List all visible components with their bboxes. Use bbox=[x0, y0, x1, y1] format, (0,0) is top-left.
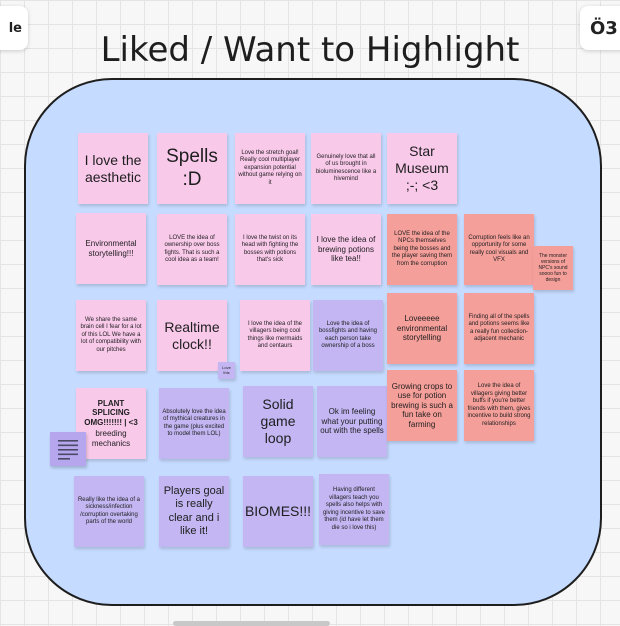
sticky-note[interactable]: Loveeeee environmental storytelling bbox=[387, 293, 457, 364]
sticky-note[interactable]: I love the idea of brewing potions like … bbox=[311, 214, 381, 285]
sticky-note[interactable]: Star Museum ;-; <3 bbox=[387, 133, 457, 204]
document-lines-icon bbox=[58, 440, 78, 460]
sticky-note[interactable]: We share the same brain cell I fear for … bbox=[76, 300, 146, 371]
sticky-note[interactable]: Love the stretch goal! Really cool multi… bbox=[235, 133, 305, 204]
sticky-note[interactable]: I love the idea of the villagers being c… bbox=[240, 300, 310, 371]
sticky-note[interactable]: Love the idea of villagers giving better… bbox=[464, 370, 534, 441]
sticky-note[interactable]: LOVE the idea of the NPCs themselves bei… bbox=[387, 214, 457, 285]
horizontal-scrollbar[interactable] bbox=[173, 621, 330, 626]
sticky-note-line: PLANT SPLICING OMG!!!!!!! | <3 bbox=[84, 398, 138, 427]
sticky-note[interactable]: LOVE the idea of ownership over boss fig… bbox=[157, 214, 227, 285]
sticky-note[interactable]: Really like the idea of a sickness/infec… bbox=[74, 476, 144, 547]
sticky-note[interactable]: Environmental storytelling!!! bbox=[76, 213, 146, 284]
sticky-note[interactable]: Solid game loop bbox=[243, 386, 313, 457]
sticky-note[interactable]: I love the aesthetic bbox=[78, 133, 148, 204]
sticky-note[interactable]: The monster versions of NPC's sound sooo… bbox=[533, 246, 573, 290]
toolbar-left-button[interactable]: le bbox=[0, 6, 28, 50]
sticky-note[interactable]: Love the idea of bossfights and having e… bbox=[313, 300, 383, 371]
toolbar-left-label: le bbox=[8, 20, 22, 36]
sticky-note[interactable]: PLANT SPLICING OMG!!!!!!! | <3 breeding … bbox=[76, 388, 146, 459]
sticky-note[interactable]: Growing crops to use for potion brewing … bbox=[387, 370, 457, 441]
sticky-note[interactable]: Genuinely love that all of us brought in… bbox=[311, 133, 381, 204]
sticky-note[interactable]: Having different villagers teach you spe… bbox=[319, 474, 389, 545]
sticky-note[interactable]: Realtime clock!! bbox=[157, 300, 227, 371]
sticky-note[interactable]: BIOMES!!! bbox=[243, 476, 313, 547]
sticky-note[interactable]: Finding all of the spells and potions se… bbox=[464, 293, 534, 364]
sticky-note[interactable]: Ok im feeling what your putting out with… bbox=[317, 386, 387, 457]
document-icon[interactable] bbox=[50, 432, 86, 466]
sticky-note[interactable]: Corruption feels like an opportunity for… bbox=[464, 214, 534, 285]
sticky-note[interactable]: Absolutely love the idea of mythical cre… bbox=[159, 388, 229, 459]
sticky-note[interactable]: Players goal is really clear and i like … bbox=[159, 476, 229, 547]
sticky-note[interactable]: Love this bbox=[218, 362, 235, 379]
board-title: Liked / Want to Highlight bbox=[100, 30, 520, 70]
toolbar-right-button[interactable]: Ö3 bbox=[580, 6, 620, 50]
sticky-note[interactable]: I love the twist on its head with fighti… bbox=[235, 214, 305, 285]
sticky-note-line: breeding mechanics bbox=[91, 429, 131, 448]
toolbar-right-label: Ö3 bbox=[590, 17, 618, 39]
sticky-note[interactable]: Spells :D bbox=[157, 133, 227, 204]
